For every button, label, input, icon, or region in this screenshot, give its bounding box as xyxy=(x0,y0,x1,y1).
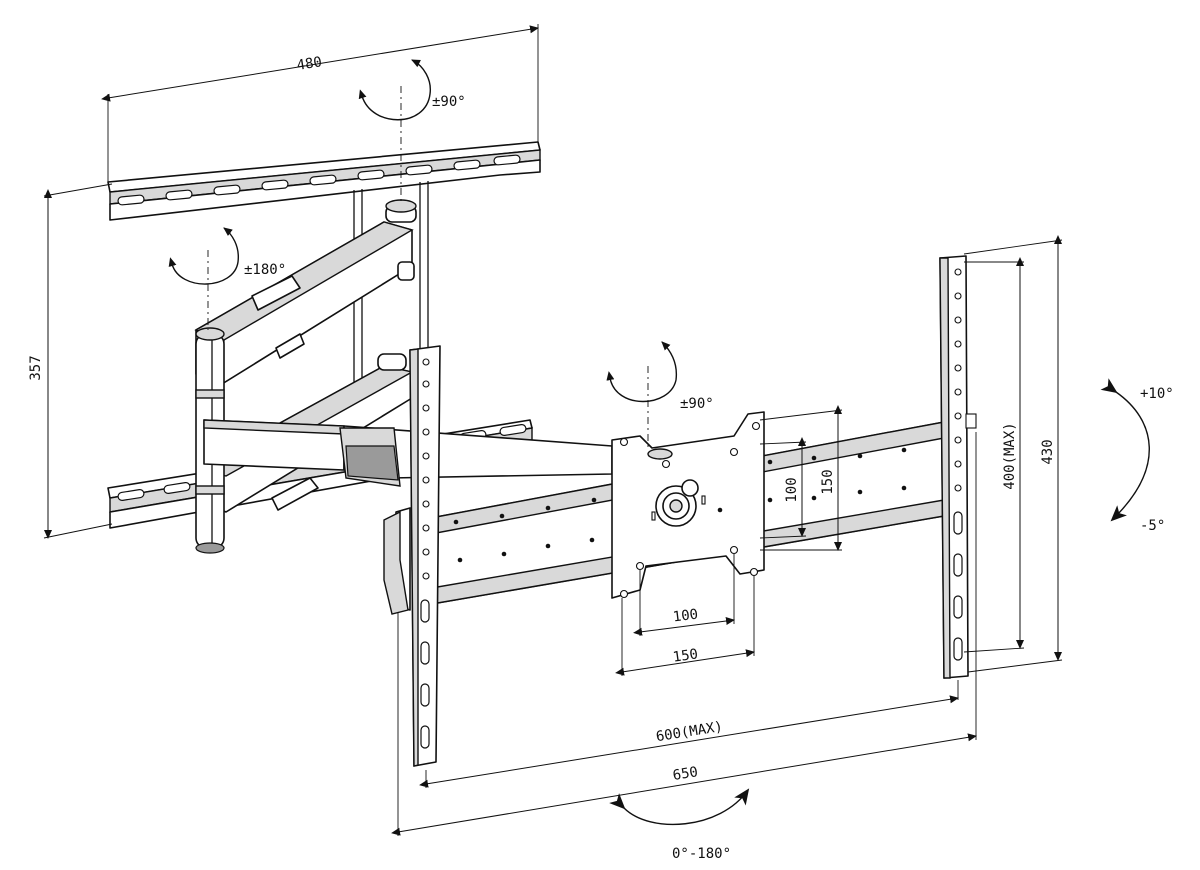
dim-150-vertical: 150 xyxy=(820,469,836,494)
right-tv-bracket xyxy=(939,255,977,679)
rot-top-swivel: ±90° xyxy=(432,94,466,110)
adapter-plate xyxy=(611,411,765,599)
left-tv-bracket xyxy=(383,345,441,767)
dim-480: 480 xyxy=(296,54,323,74)
dim-100-vertical: 100 xyxy=(784,477,800,502)
dim-357: 357 xyxy=(28,355,44,380)
rot-pan: 0°-180° xyxy=(672,846,731,862)
rot-plate: ±90° xyxy=(680,396,714,412)
upper-arm xyxy=(194,199,417,385)
dim-100-horizontal: 100 xyxy=(672,607,699,626)
dimension-lines xyxy=(43,24,1063,836)
rotation-indicators xyxy=(168,59,1150,826)
rail-holes xyxy=(453,447,907,563)
wall-plate-top xyxy=(107,141,541,221)
dim-430: 430 xyxy=(1040,439,1056,464)
dim-150-horizontal: 150 xyxy=(672,646,699,665)
dim-400max: 400(MAX) xyxy=(1002,422,1018,489)
rot-tilt-down: -5° xyxy=(1140,518,1165,534)
right-bracket-holes xyxy=(953,268,963,661)
rot-arm-swivel: ±180° xyxy=(244,262,286,278)
elbow-tube xyxy=(195,327,225,554)
dim-650: 650 xyxy=(672,764,699,784)
rot-tilt-up: +10° xyxy=(1140,386,1174,402)
